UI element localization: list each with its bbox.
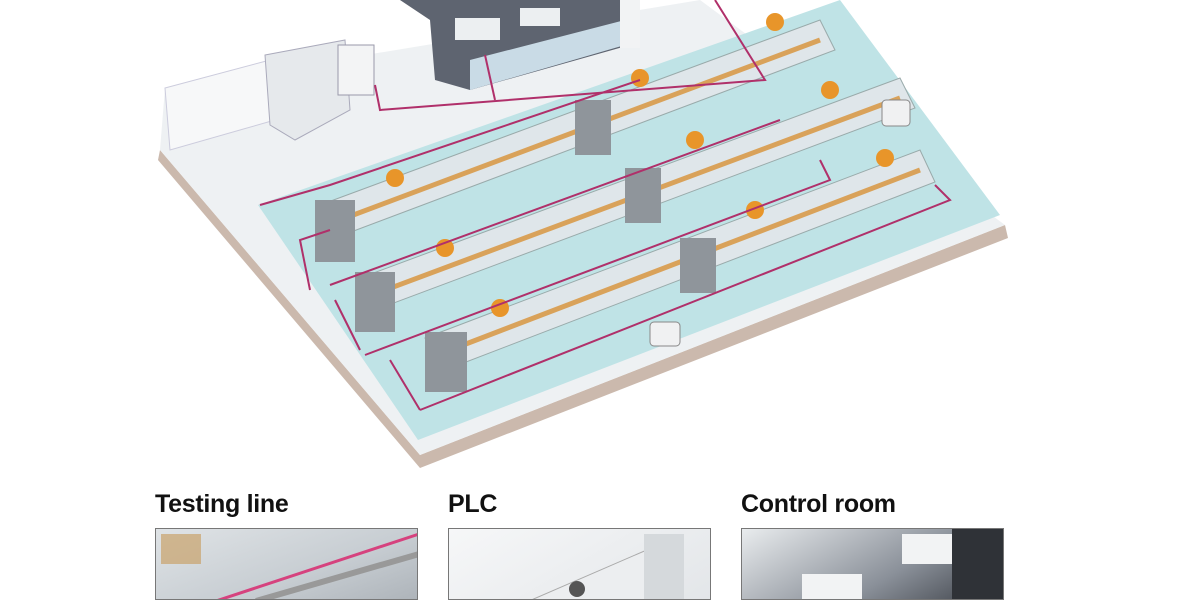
production-line-3 [424,149,936,392]
control-room-glass [470,20,625,90]
control-room-pillar [620,0,640,48]
testing-line-thumbnail [155,528,418,600]
control-room-thumbnail [741,528,1004,600]
panel-label-testing-line: Testing line [155,490,289,518]
network-cables [259,0,952,411]
control-room-desk [455,18,500,40]
factory-illustration [158,0,1008,468]
plc-cabinet [264,39,351,141]
control-room-desk [520,8,560,26]
plc-unit [337,44,375,96]
production-line-2 [355,77,916,332]
plc-thumbnail [448,528,711,600]
panel-label-plc: PLC [448,490,498,518]
production-line-1 [315,13,836,262]
panel-label-control-room: Control room [741,490,896,518]
